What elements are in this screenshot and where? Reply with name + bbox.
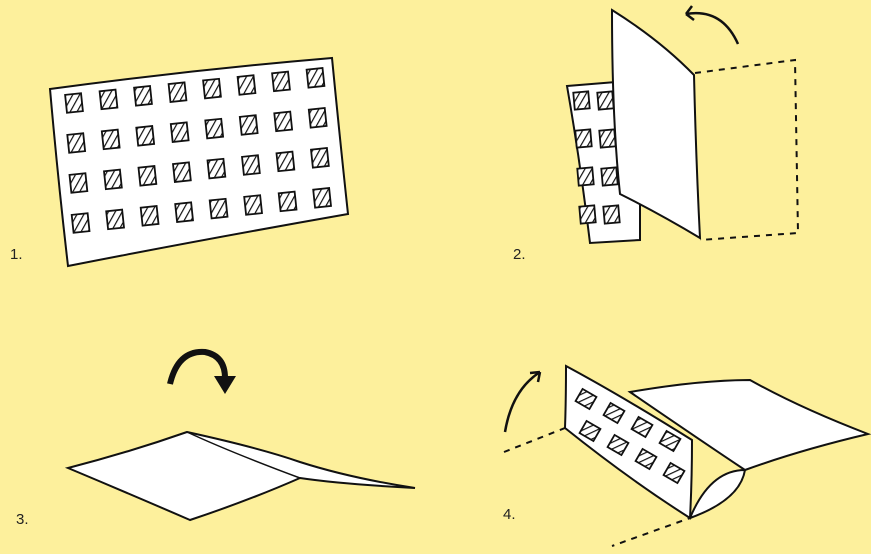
printed-square — [242, 155, 260, 175]
printed-square — [575, 129, 591, 147]
printed-square — [240, 115, 258, 135]
step-3-turn-over — [68, 352, 415, 520]
curved-arrow-icon — [505, 372, 540, 432]
printed-square — [573, 91, 589, 109]
printed-square — [106, 210, 124, 230]
printed-square — [599, 129, 615, 147]
step-4-standing-fold — [504, 366, 868, 546]
printed-square — [136, 126, 154, 146]
printed-square — [311, 148, 329, 168]
printed-square — [277, 152, 295, 172]
printed-square — [171, 122, 189, 142]
printed-square — [175, 202, 193, 222]
printed-square — [313, 188, 331, 208]
printed-square — [205, 119, 223, 139]
printed-square — [210, 199, 228, 219]
printed-square — [601, 167, 617, 185]
printed-square — [272, 72, 290, 92]
printed-square — [173, 162, 191, 182]
printed-square — [244, 195, 262, 215]
step-1-flat-sheet — [50, 58, 348, 266]
printed-square — [279, 192, 297, 212]
printed-square — [577, 167, 593, 185]
printed-square — [274, 112, 292, 132]
printed-square — [70, 173, 88, 193]
printed-square — [307, 68, 325, 88]
printed-square — [141, 206, 159, 226]
printed-square — [579, 205, 595, 223]
step-1-label: 1. — [10, 246, 23, 263]
step-4-label: 4. — [503, 506, 516, 523]
printed-square — [102, 130, 120, 150]
printed-square — [72, 213, 90, 233]
printed-square — [104, 170, 122, 190]
printed-square — [67, 133, 85, 153]
printed-square — [238, 75, 256, 95]
printed-square — [208, 159, 226, 179]
printed-square — [203, 79, 221, 99]
printed-square — [169, 82, 187, 102]
curved-arrow-icon — [686, 13, 738, 44]
printed-square — [603, 205, 619, 223]
step-3-label: 3. — [16, 511, 29, 528]
printed-square — [597, 91, 613, 109]
printed-square — [100, 90, 118, 110]
step-2-first-fold — [567, 6, 798, 243]
printed-square — [139, 166, 157, 186]
dashed-outline — [695, 60, 798, 240]
step-2-label: 2. — [513, 246, 526, 263]
printed-square — [134, 86, 152, 106]
printed-square — [309, 108, 327, 128]
printed-square — [65, 93, 83, 113]
